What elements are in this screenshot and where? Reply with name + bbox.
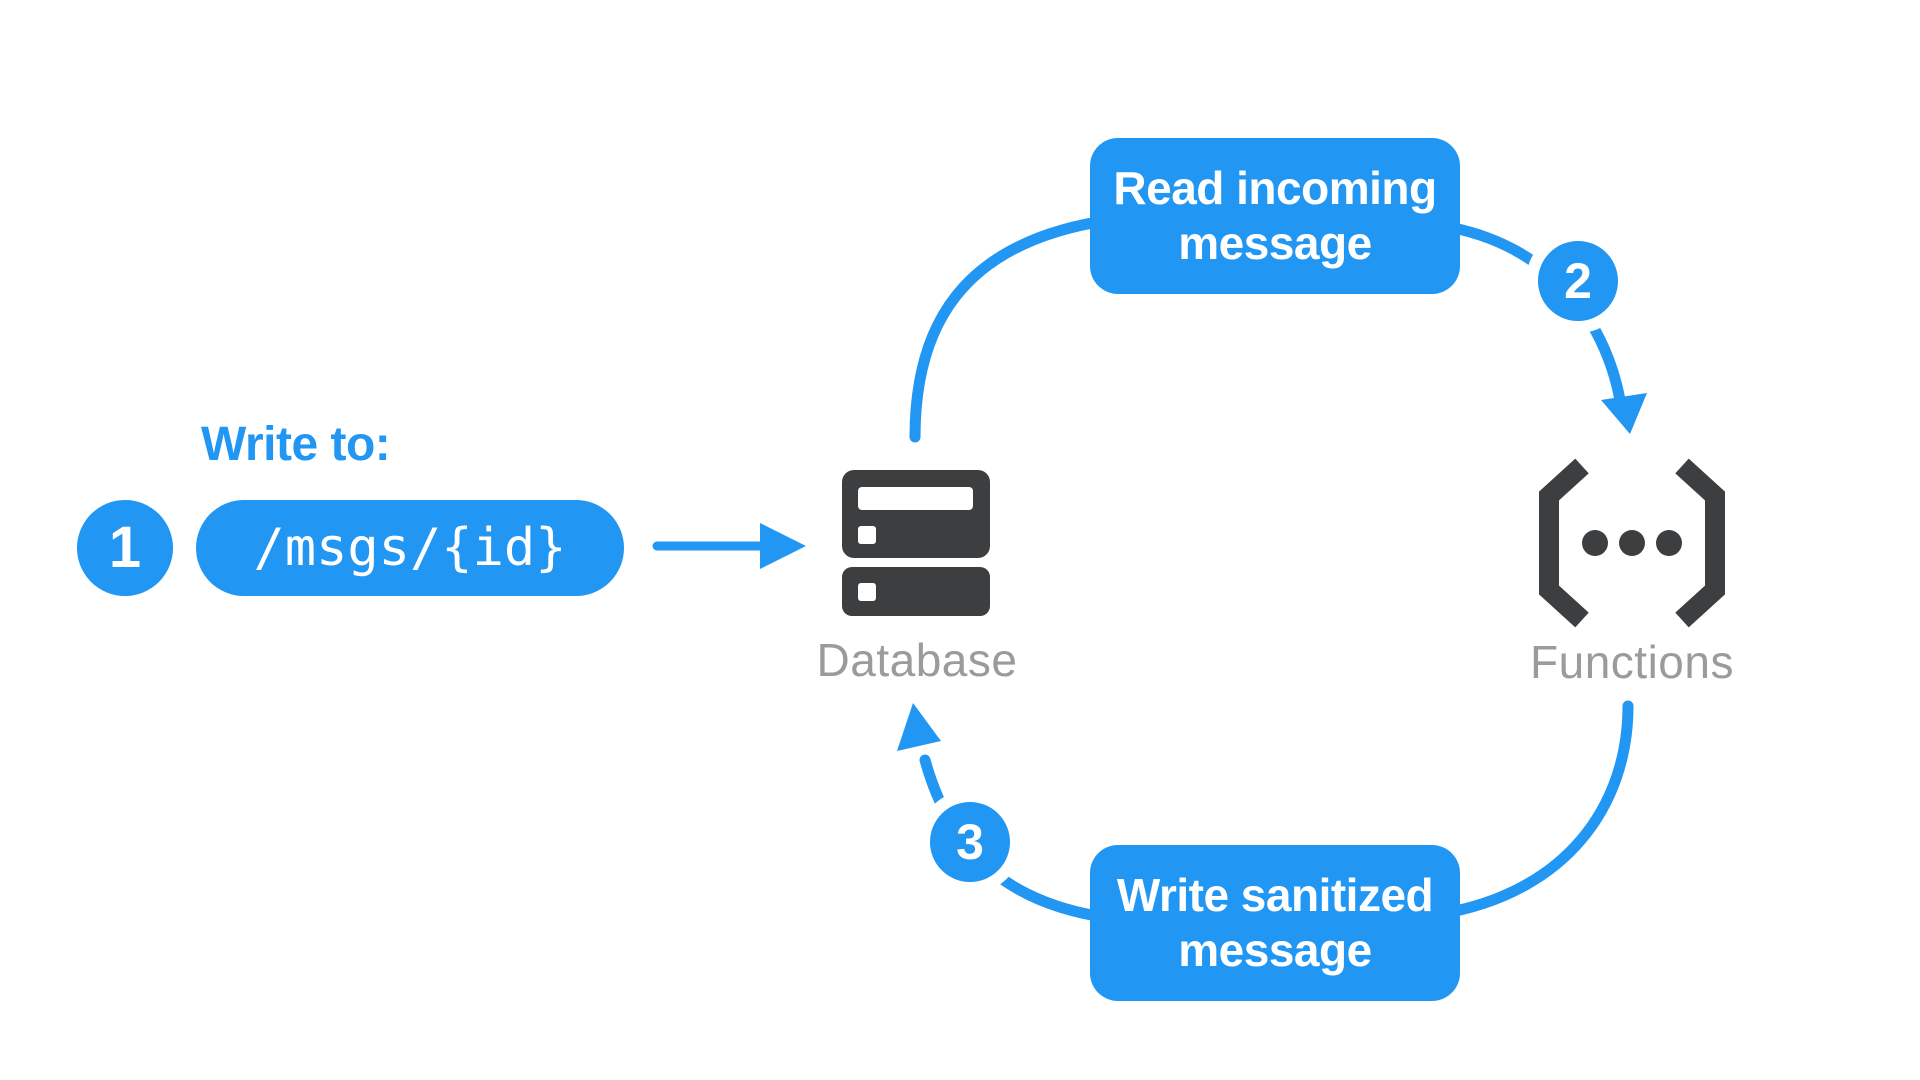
step-1-badge: 1 [77,500,173,596]
step-2-badge: 2 [1526,229,1630,333]
arrow-right-icon [652,523,806,569]
arc-functions-to-write [1434,700,1634,920]
write-message-line-2: message [1178,924,1372,976]
step-2-number: 2 [1564,253,1592,309]
step-3-number: 3 [956,814,984,870]
read-message-line-2: message [1178,217,1372,269]
database-label: Database [816,634,1018,686]
database-icon [842,470,990,616]
step-3-badge: 3 [918,790,1022,894]
arrowhead-down-icon [1601,393,1647,434]
write-message-line-1: Write sanitized [1116,869,1434,921]
database-path-pill: /msgs/{id} [196,500,624,596]
database-path-value: /msgs/{id} [253,518,567,578]
functions-icon [1539,458,1725,628]
write-to-label: Write to: [201,418,391,471]
arrowhead-up-icon [897,703,941,751]
read-message-box: Read incoming message [1090,138,1460,294]
arc-database-to-read [909,214,1116,443]
functions-label: Functions [1530,636,1734,688]
write-message-box: Write sanitized message [1090,845,1460,1001]
step-1-number: 1 [108,515,142,580]
read-message-line-1: Read incoming [1113,162,1437,214]
